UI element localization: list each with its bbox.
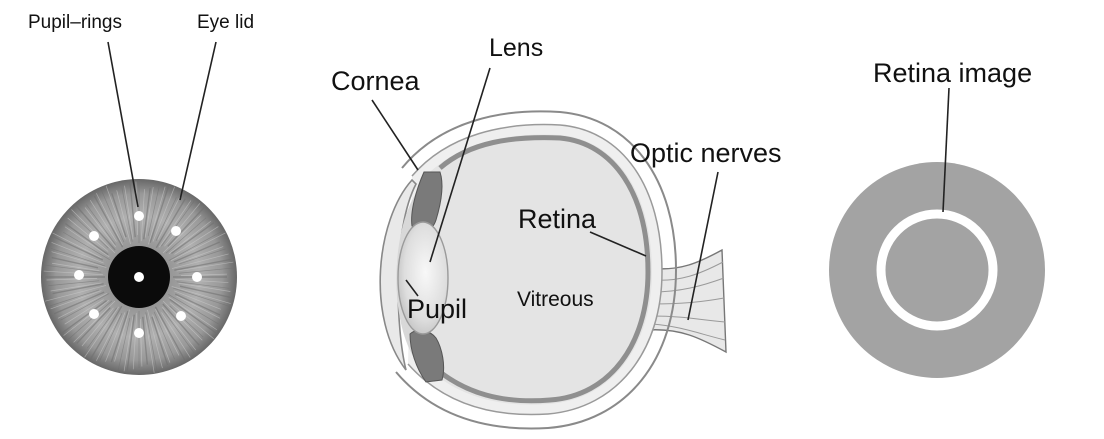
ring-dot (171, 226, 181, 236)
pupil-center-dot (134, 272, 144, 282)
ring-dot (134, 328, 144, 338)
ring-dot (192, 272, 202, 282)
cornea-label: Cornea (331, 66, 421, 96)
ring-dot (89, 231, 99, 241)
retina-disc (829, 162, 1045, 378)
eye-section-panel: Lens Cornea Optic nerves Retina Vitreous… (331, 34, 782, 429)
pupil-label: Pupil (407, 294, 467, 324)
retina-image-label: Retina image (873, 58, 1032, 88)
cornea-leader (372, 100, 418, 170)
ring-dot (134, 211, 144, 221)
retina-image-panel: Retina image (829, 58, 1045, 378)
retina-label: Retina (518, 204, 597, 234)
ring-dot (176, 311, 186, 321)
ring-dot (74, 270, 84, 280)
iris-panel: Pupil–rings Eye lid (28, 12, 254, 375)
eye-lid-label: Eye lid (197, 12, 254, 33)
vitreous-label: Vitreous (517, 288, 594, 311)
lens-label: Lens (489, 34, 543, 62)
eye-lid-leader (180, 42, 216, 200)
ring-dot (89, 309, 99, 319)
pupil-rings-label: Pupil–rings (28, 12, 122, 33)
optic-nerves-label: Optic nerves (630, 138, 782, 168)
